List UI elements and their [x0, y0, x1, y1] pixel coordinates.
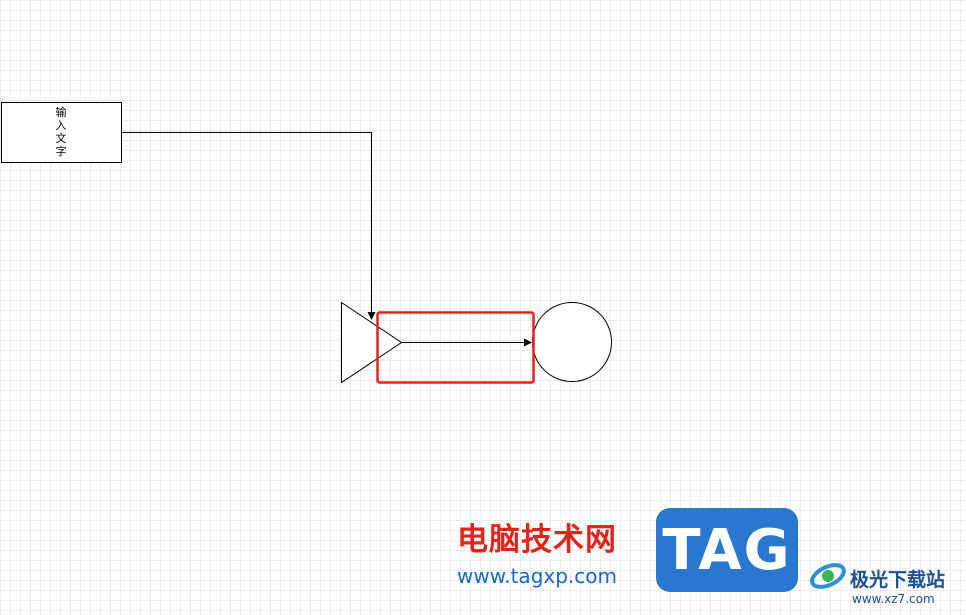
site-logo-icon: [810, 563, 846, 589]
highlight-box: [376, 311, 535, 384]
triangle-shape[interactable]: [341, 301, 403, 384]
rectangle-text: 输入文字: [55, 106, 67, 158]
elbow-connector[interactable]: [121, 132, 376, 320]
text-rectangle-shape[interactable]: [1, 102, 122, 163]
circle-shape[interactable]: [532, 302, 612, 382]
watermark-site-url: www.xz7.com: [852, 592, 935, 606]
text-rectangle-label[interactable]: 输入文字: [1, 102, 121, 162]
watermark-tag-badge: TAG: [656, 508, 798, 592]
watermark-tag-text: TAG: [662, 517, 792, 583]
watermark-url: www.tagxp.com: [457, 564, 617, 588]
watermark-site-name: 极光下载站: [850, 569, 946, 591]
watermark-cn-title: 电脑技术网: [457, 522, 617, 558]
